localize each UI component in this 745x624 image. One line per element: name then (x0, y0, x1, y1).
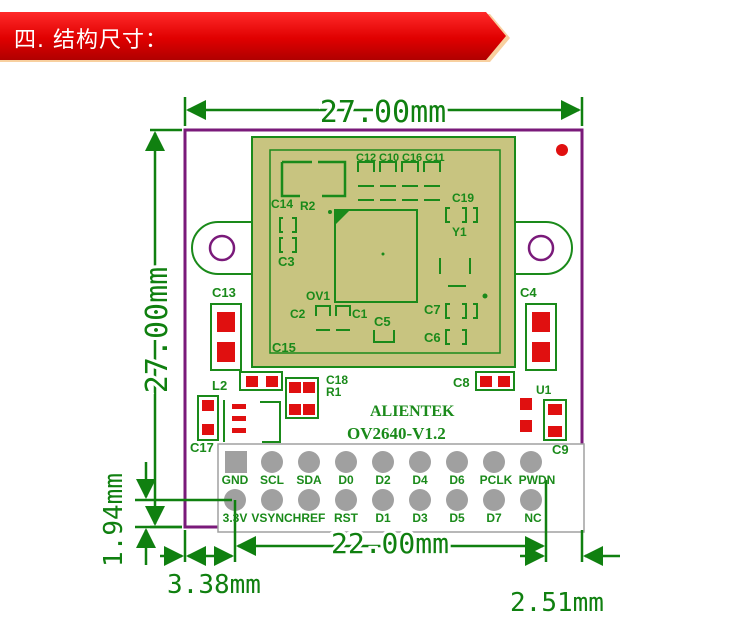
svg-text:C1: C1 (352, 307, 368, 321)
svg-text:R1: R1 (326, 385, 342, 399)
svg-text:GND: GND (222, 473, 249, 487)
mounting-hole-left (191, 221, 252, 275)
svg-text:C5: C5 (374, 314, 391, 329)
svg-text:C13: C13 (212, 285, 236, 300)
svg-text:C15: C15 (272, 340, 296, 355)
component-labels: C12 C10 C16 C11 C14 R2 C19 Y1 C3 C2 C1 C… (190, 152, 569, 457)
dimension-lines (135, 97, 620, 566)
svg-text:D0: D0 (338, 473, 354, 487)
svg-text:RST: RST (334, 511, 359, 525)
camera-module (251, 136, 516, 368)
svg-text:C17: C17 (190, 440, 214, 455)
svg-text:C8: C8 (453, 375, 470, 390)
svg-text:NC: NC (524, 511, 542, 525)
svg-text:C6: C6 (424, 330, 441, 345)
svg-text:SCL: SCL (260, 473, 284, 487)
svg-text:Y1: Y1 (452, 225, 467, 239)
mounting-hole-right (515, 221, 573, 275)
svg-text:HREF: HREF (293, 511, 326, 525)
model-label: OV2640-V1.2 (347, 424, 446, 443)
svg-text:PWDN: PWDN (519, 473, 556, 487)
svg-text:D7: D7 (486, 511, 502, 525)
dim-left-height: 27.00mm (140, 267, 175, 393)
svg-text:C19: C19 (452, 191, 474, 205)
svg-text:SDA: SDA (296, 473, 322, 487)
svg-text:3.3V: 3.3V (223, 511, 248, 525)
svg-text:C9: C9 (552, 442, 569, 457)
svg-text:C18: C18 (326, 373, 348, 387)
pin-header (217, 443, 585, 533)
svg-text:D1: D1 (375, 511, 391, 525)
svg-text:C12: C12 (356, 152, 376, 164)
svg-text:C14: C14 (271, 197, 293, 211)
svg-text:PCLK: PCLK (480, 473, 513, 487)
svg-text:D4: D4 (412, 473, 428, 487)
module-label: OV1 (306, 289, 330, 303)
svg-text:C16: C16 (402, 152, 422, 164)
svg-text:R2: R2 (300, 199, 316, 213)
svg-text:D5: D5 (449, 511, 465, 525)
svg-text:D3: D3 (412, 511, 428, 525)
svg-text:C2: C2 (290, 307, 306, 321)
svg-text:D2: D2 (375, 473, 391, 487)
section-title: 四. 结构尺寸： (14, 28, 168, 53)
pin-labels-top: GND SCL SDA D0 D2 D4 D6 PCLK PWDN (222, 473, 556, 487)
dim-header-offset: 1.94mm (99, 473, 129, 567)
pin1-marker-dot (556, 144, 568, 156)
svg-text:VSYNC: VSYNC (251, 511, 293, 525)
dim-left-offset: 3.38mm (167, 570, 261, 600)
dim-top-width: 27.00mm (320, 95, 446, 130)
svg-text:U1: U1 (536, 383, 552, 397)
svg-text:C7: C7 (424, 302, 441, 317)
svg-text:C3: C3 (278, 254, 295, 269)
svg-text:L2: L2 (212, 378, 227, 393)
brand-label: ALIENTEK (370, 403, 455, 420)
dim-header-width: 22.00mm (331, 527, 449, 560)
svg-text:C10: C10 (379, 152, 399, 164)
dim-right-offset: 2.51mm (510, 588, 604, 618)
svg-text:C4: C4 (520, 285, 537, 300)
section-banner (0, 12, 510, 62)
svg-text:D6: D6 (449, 473, 465, 487)
pin-labels-bottom: 3.3V VSYNC HREF RST D1 D3 D5 D7 NC (223, 511, 542, 525)
svg-text:C11: C11 (425, 152, 445, 164)
pads (202, 303, 562, 437)
